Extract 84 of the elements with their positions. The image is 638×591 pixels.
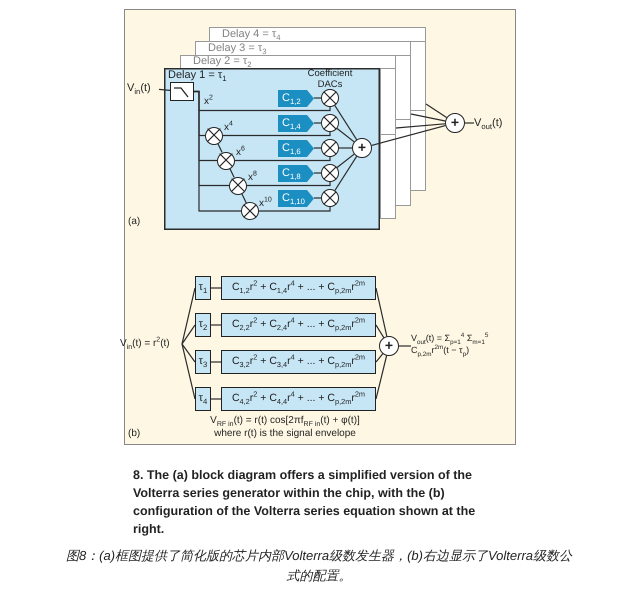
connector-line: [465, 122, 474, 124]
panel-label: (b): [128, 428, 140, 440]
connector-line: [217, 143, 223, 153]
edge-label: x$^{10}$: [259, 198, 272, 209]
frame-label: Delay 3 = τ$_{3}$: [208, 42, 266, 54]
connector-line: [339, 147, 352, 149]
multiplier-symbol: [321, 164, 339, 182]
connector-line: [376, 353, 384, 362]
connector-line: [399, 345, 411, 347]
delay-box: τ$_{3}$: [195, 350, 211, 374]
connector-line: [314, 172, 321, 174]
signal-label: V$_{in}$(t) = r$^{2}$(t): [120, 336, 182, 352]
signal-label: V$_{in}$(t): [127, 80, 159, 96]
polynomial-box: C$_{1,2}$r$^{2}$ + C$_{1,4}$r$^{4}$ + ... + C$_{p,2m}$r$^{2m}$: [221, 276, 376, 300]
connector-line: [194, 90, 241, 212]
connector-line: [182, 344, 196, 362]
connector-line: [235, 157, 331, 162]
connector-line: [314, 147, 321, 149]
connector-line: [241, 193, 247, 204]
connector-line: [375, 324, 384, 338]
caption-text: 图8：(a)框图提供了简化版的芯片内部Volterra级数发生器，(b)右边显示了Volterra级数公式的配置。: [64, 547, 574, 585]
connector-line: [182, 324, 196, 344]
dac-tag: C$_{1,8}$: [278, 164, 314, 182]
formula-text: V$_{RF in}$(t) = r(t) cos[2πf$_{RF in}$(t) + φ(t)]: [209, 415, 361, 427]
connector-line: [259, 207, 331, 212]
edge-label: x$^{6}$: [236, 147, 245, 158]
delay-frame-strip: [410, 41, 426, 111]
figure-caption: 8. The (a) block diagram offers a simplified version of the Volterra series generator within the chip, with the (b) configuration of the Volterra series equation shown at the right.: [133, 467, 476, 538]
dac-tag: C$_{1,10}$: [278, 190, 314, 206]
connector-line: [223, 132, 331, 136]
connector-line: [181, 344, 196, 400]
dac-tag: C$_{1,2}$: [278, 90, 314, 106]
connector-line: [211, 398, 221, 400]
delay-box: τ$_{4}$: [195, 387, 211, 411]
connector-line: [247, 182, 331, 186]
delay-frame-strip: [380, 68, 396, 135]
filter-symbol: [170, 82, 194, 101]
delay-frame-strip: [395, 55, 411, 120]
connector-line: [410, 113, 446, 122]
frame-label: Delay 2 = τ$_{2}$: [193, 55, 252, 68]
polynomial-box: C$_{3,2}$r$^{2}$ + C$_{3,4}$r$^{4}$ + ... + C$_{p,2m}$r$^{2m}$: [221, 350, 376, 374]
connector-line: [314, 122, 321, 124]
polynomial-box: C$_{2,2}$r$^{2}$ + C$_{2,4}$r$^{4}$ + ... + C$_{p,2m}$r$^{2m}$: [221, 313, 376, 337]
multiplier-symbol: [321, 89, 339, 107]
formula-note: where r(t) is the signal envelope: [213, 428, 357, 440]
panel-note: Coefficient DACs: [306, 69, 354, 90]
connector-line: [396, 123, 446, 129]
connector-line: [211, 324, 221, 326]
delay-box: τ$_{2}$: [195, 313, 211, 337]
delay-box: τ$_{1}$: [195, 276, 211, 300]
multiplier-symbol: [321, 189, 339, 207]
summing-junction: +: [352, 138, 372, 158]
block-title: Delay 1 = τ$_{1}$: [168, 69, 226, 81]
connector-line: [181, 288, 196, 344]
frame-label: Delay 4 = τ$_{4}$: [222, 28, 280, 40]
multiplier-symbol: [321, 139, 339, 157]
connector-line: [229, 168, 235, 178]
connector-line: [314, 197, 321, 199]
multiplier-symbol: [229, 176, 247, 194]
connector-line: [336, 128, 354, 142]
connector-line: [211, 287, 221, 289]
connector-line: [334, 105, 358, 140]
multiplier-symbol: [321, 114, 339, 132]
connector-line: [375, 288, 388, 336]
connector-line: [336, 154, 354, 168]
connector-line: [372, 125, 446, 146]
edge-label: x$^{4}$: [224, 122, 233, 133]
connector-line: [211, 361, 221, 363]
multiplier-symbol: [241, 202, 259, 220]
edge-label: x$^{2}$: [204, 96, 213, 107]
signal-label: V$_{out}$(t): [474, 115, 514, 131]
delay-block: [164, 68, 380, 230]
connector-line: [426, 104, 447, 118]
panel-label: (a): [128, 216, 140, 228]
multiplier-symbol: [217, 152, 235, 170]
dac-tag: C$_{1,4}$: [278, 114, 314, 132]
multiplier-symbol: [205, 126, 223, 144]
connector-line: [314, 97, 321, 99]
polynomial-box: C$_{4,2}$r$^{2}$ + C$_{4,4}$r$^{4}$ + ... + C$_{p,2m}$r$^{2m}$: [221, 387, 376, 411]
connector-line: [334, 156, 358, 191]
connector-line: [158, 88, 170, 91]
connector-line: [375, 356, 388, 400]
edge-label: x$^{8}$: [248, 172, 257, 183]
dac-tag: C$_{1,6}$: [278, 140, 314, 156]
